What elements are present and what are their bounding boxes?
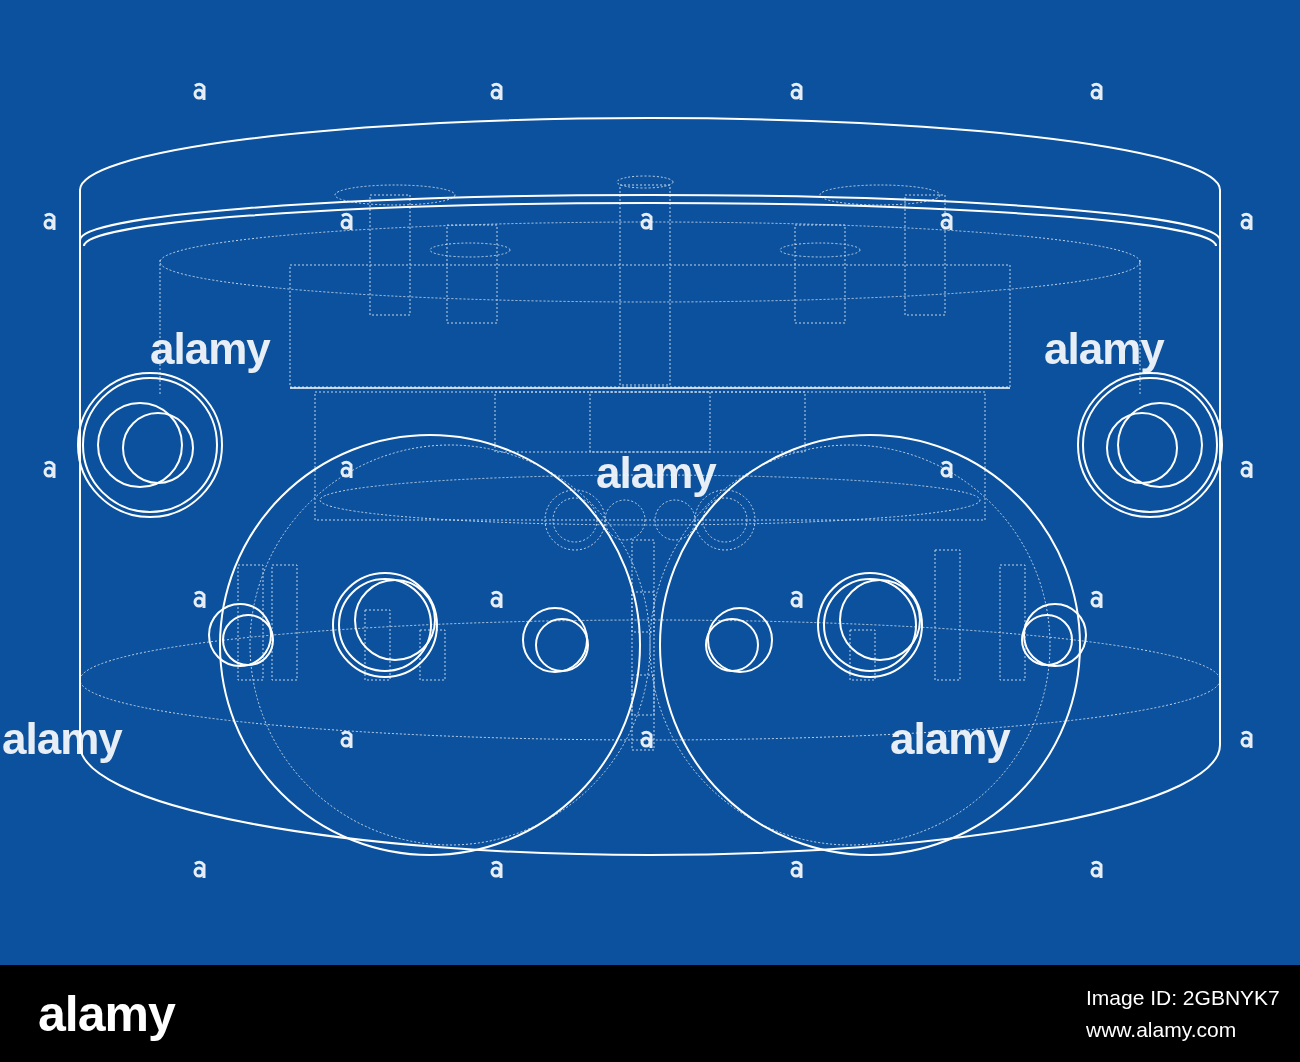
watermark-text: alamy	[890, 714, 1010, 764]
logo-mark	[195, 84, 204, 100]
logo-mark	[792, 592, 801, 608]
logo-mark	[492, 592, 501, 608]
logo-mark	[1092, 84, 1101, 100]
housing	[78, 118, 1222, 855]
logo-mark	[195, 862, 204, 878]
logo-mark	[1242, 732, 1251, 748]
footer-info: www.alamy.com	[1086, 1018, 1236, 1042]
logo-mark	[342, 462, 351, 478]
logo-mark	[342, 214, 351, 230]
logo-mark	[942, 462, 951, 478]
logo-mark	[1242, 462, 1251, 478]
watermark-marks	[45, 84, 1251, 878]
hidden-parts	[80, 176, 1220, 845]
logo-mark	[492, 862, 501, 878]
logo-mark	[642, 732, 651, 748]
logo-mark	[195, 592, 204, 608]
logo-mark	[342, 732, 351, 748]
footer-bar	[0, 965, 1300, 1062]
logo-mark	[1092, 592, 1101, 608]
watermark-text: alamy	[150, 324, 270, 374]
watermark-text: alamy	[596, 448, 716, 498]
watermark-text: alamy	[2, 714, 122, 764]
logo-mark	[1242, 214, 1251, 230]
footer-info: Image ID: 2GBNYK7	[1086, 986, 1280, 1010]
footer-logo: alamy	[38, 985, 175, 1043]
logo-mark	[942, 214, 951, 230]
logo-mark	[642, 214, 651, 230]
logo-mark	[45, 214, 54, 230]
logo-mark	[45, 462, 54, 478]
logo-mark	[792, 84, 801, 100]
logo-mark	[792, 862, 801, 878]
logo-mark	[1092, 862, 1101, 878]
watermark-text: alamy	[1044, 324, 1164, 374]
logo-mark	[492, 84, 501, 100]
